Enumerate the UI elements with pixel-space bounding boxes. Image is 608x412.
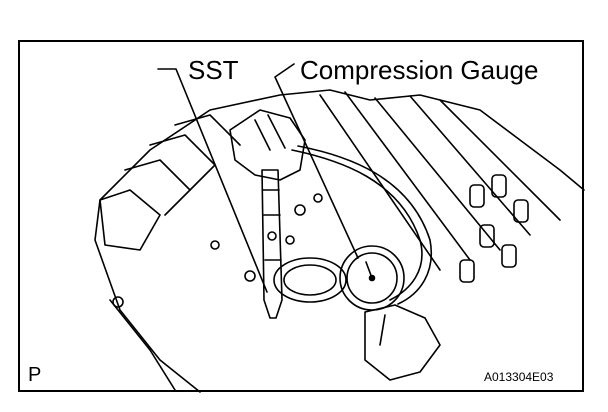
sst-label: SST <box>188 55 239 85</box>
gauge-leader-line <box>274 63 359 259</box>
diagram-frame <box>18 40 584 392</box>
sst-leader-line <box>157 68 268 293</box>
hand-outline <box>229 109 306 181</box>
figure-code-label: A013304E03 <box>484 370 554 384</box>
sst-tool <box>261 169 283 319</box>
compression-gauge-label: Compression Gauge <box>300 55 539 85</box>
gauge-hose <box>291 149 423 301</box>
view-marker-label: P <box>28 364 42 386</box>
